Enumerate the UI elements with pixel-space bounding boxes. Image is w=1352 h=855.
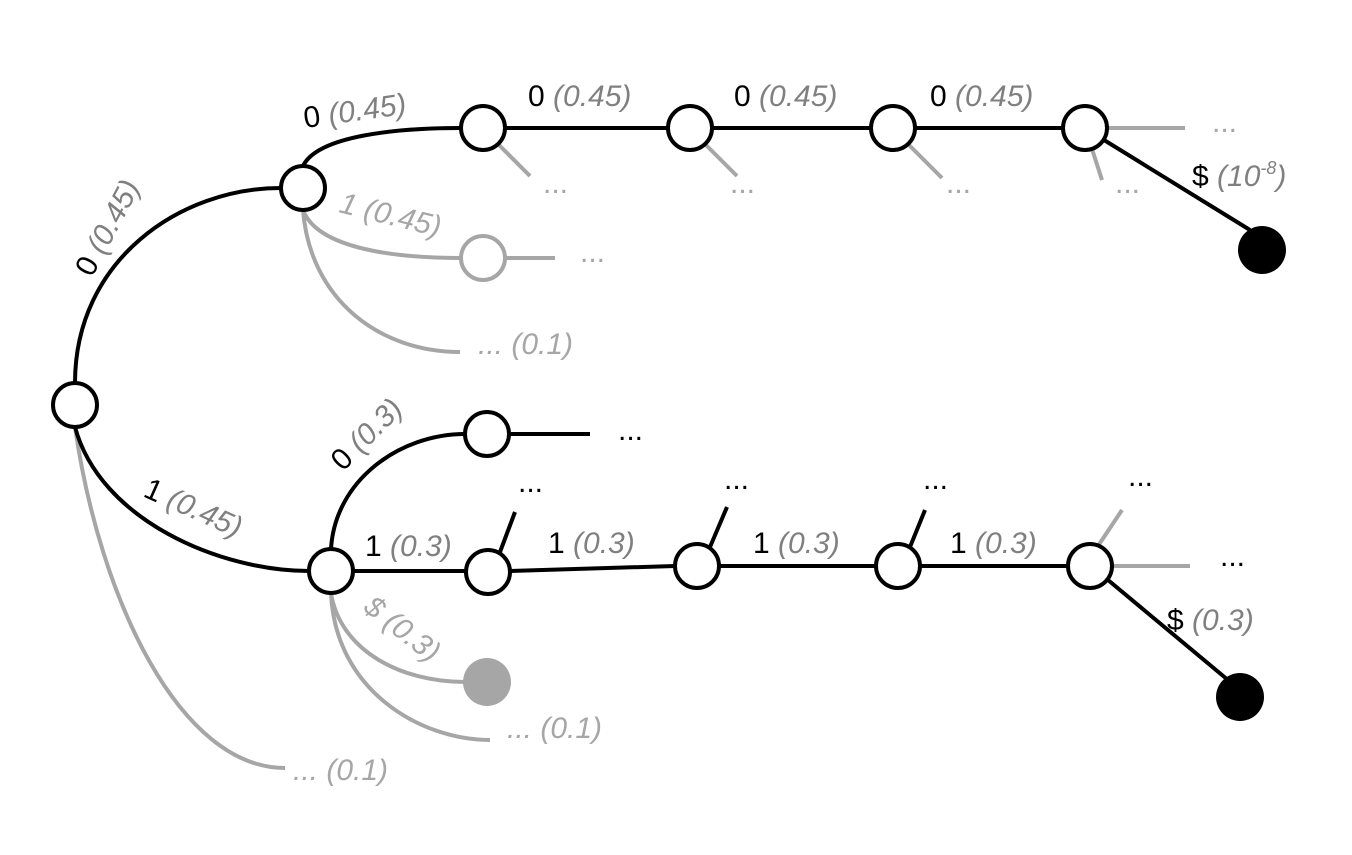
edge-label: 1 (0.3) xyxy=(753,527,840,560)
edge-labels: 0 (0.45) 0 (0.45) 0 (0.45) 0 (0.45) 0 (0… xyxy=(69,80,1286,787)
ellipsis: ... xyxy=(946,167,971,200)
terminal-node-top xyxy=(1238,226,1286,274)
edge-label: 0 (0.45) xyxy=(69,174,147,281)
node-111 xyxy=(673,542,721,590)
active-edges xyxy=(73,126,1252,682)
ellipsis: ... xyxy=(580,236,605,269)
edge-label: 0 (0.45) xyxy=(301,88,408,135)
ellipsis: ... xyxy=(543,167,568,200)
node-1111 xyxy=(874,542,922,590)
inactive-terminal-node xyxy=(463,658,511,706)
edge-label: 0 (0.45) xyxy=(528,80,631,113)
continuation-ellipses: ... ... ... ... ... ... ... ... ... ... … xyxy=(518,106,1245,573)
edge-label: 1 (0.3) xyxy=(365,530,452,563)
root-node xyxy=(51,381,99,429)
inactive-node-01 xyxy=(459,234,507,282)
edge-label: 1 (0.3) xyxy=(950,527,1037,560)
ellipsis: ... xyxy=(518,466,543,499)
edge-label: ... (0.1) xyxy=(293,754,388,787)
edge-label: ... (0.1) xyxy=(478,328,573,361)
edge-label: 0 (0.3) xyxy=(325,392,410,477)
edge-label: ... (0.1) xyxy=(507,712,602,745)
node-000 xyxy=(666,104,714,152)
edge-label: 1 (0.45) xyxy=(139,472,247,544)
inactive-edges xyxy=(73,126,1190,770)
ellipsis: ... xyxy=(724,463,749,496)
terminal-node-bottom xyxy=(1216,673,1264,721)
ellipsis: ... xyxy=(1128,460,1153,493)
edge-label: 1 (0.45) xyxy=(336,187,444,244)
ellipsis: ... xyxy=(923,463,948,496)
edge-label: $ (10-8) xyxy=(1192,158,1286,193)
edge-label: $ (0.3) xyxy=(1167,604,1254,637)
node-00 xyxy=(459,104,507,152)
edge-label: $ (0.3) xyxy=(357,589,446,669)
nodes xyxy=(51,104,1286,721)
node-0000 xyxy=(869,104,917,152)
node-0 xyxy=(279,164,327,212)
edge-label: 0 (0.45) xyxy=(734,80,837,113)
node-00000 xyxy=(1061,104,1109,152)
ellipsis: ... xyxy=(730,167,755,200)
ellipsis: ... xyxy=(1220,540,1245,573)
ellipsis: ... xyxy=(618,414,643,447)
ellipsis: ... xyxy=(1115,167,1140,200)
node-11111 xyxy=(1066,542,1114,590)
ellipsis: ... xyxy=(1212,106,1237,139)
node-1 xyxy=(307,547,355,595)
edge-label: 0 (0.45) xyxy=(930,80,1033,113)
edge-label: 1 (0.3) xyxy=(548,527,635,560)
node-10 xyxy=(463,410,511,458)
node-11 xyxy=(464,548,512,596)
